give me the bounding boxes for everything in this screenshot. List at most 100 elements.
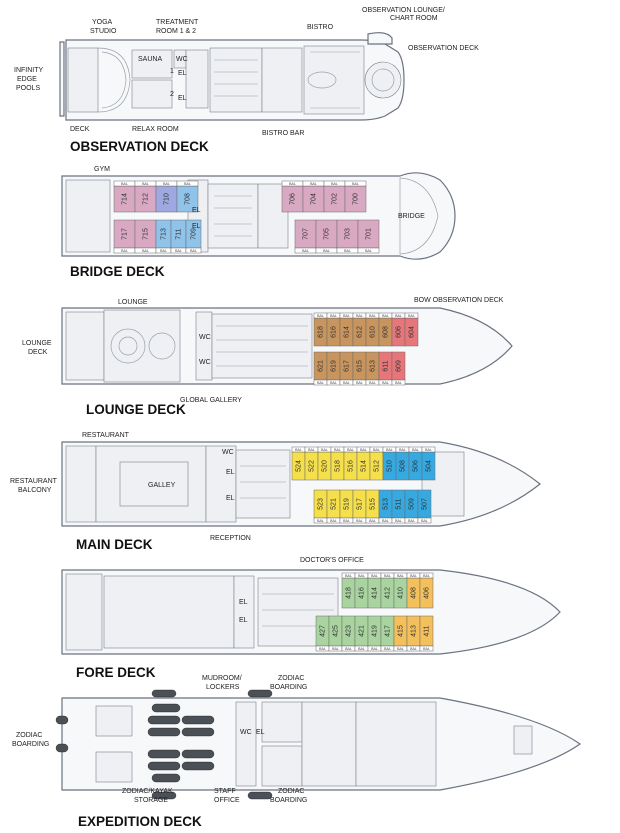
cabin-number: 611 <box>382 360 389 371</box>
cabin-number: 714 <box>121 193 128 205</box>
balcony-label: BAL <box>317 519 324 523</box>
cabin-number: 703 <box>344 228 351 240</box>
cabin-number: 504 <box>425 460 432 472</box>
balcony-label: BAL <box>421 519 428 523</box>
balcony-label: BAL <box>331 182 338 186</box>
balcony-label: BAL <box>386 448 393 452</box>
cabin-number: 621 <box>317 360 324 372</box>
cabin-number: 613 <box>369 360 376 372</box>
label-el: EL <box>192 207 201 214</box>
deck-title-expedition: EXPEDITION DECK <box>78 814 202 829</box>
label-wc-2: WC <box>199 359 211 366</box>
cabin-number: 408 <box>410 587 417 599</box>
cabin-number: 419 <box>371 625 378 637</box>
deck-title-observation: OBSERVATION DECK <box>70 139 209 154</box>
label-wc: WC <box>199 334 211 341</box>
balcony-label: BAL <box>163 182 170 186</box>
cabin-number: 425 <box>332 625 339 637</box>
balcony-label: BAL <box>358 647 365 651</box>
cabin-number: 705 <box>323 228 330 240</box>
cabin-number: 704 <box>310 193 317 205</box>
main-bottom-cabins: BAL523BAL521BAL519BAL517BAL515BAL513BAL5… <box>313 489 432 524</box>
deck-title-bridge: BRIDGE DECK <box>70 264 165 279</box>
label-el-2: EL <box>192 223 201 230</box>
label-reception: RECEPTION <box>210 535 251 542</box>
balcony-label: BAL <box>289 182 296 186</box>
cabin-number: 418 <box>345 587 352 599</box>
label-boarding-top: BOARDING <box>270 684 307 691</box>
balcony-label: BAL <box>319 647 326 651</box>
bridge-top-cabins: BAL714BAL712BAL710BAL708BAL706BAL704BAL7… <box>113 180 367 213</box>
label-room-2: 2 <box>170 91 174 98</box>
cabin-number: 410 <box>397 587 404 599</box>
cabin-number: 618 <box>317 326 324 338</box>
cabin-number: 616 <box>330 326 337 338</box>
balcony-label: BAL <box>373 448 380 452</box>
balcony-label: BAL <box>369 381 376 385</box>
balcony-label: BAL <box>345 647 352 651</box>
cabin-number: 416 <box>358 587 365 599</box>
label-zodiac-bottom: ZODIAC <box>278 788 304 795</box>
balcony-label: BAL <box>399 448 406 452</box>
label-el: EL <box>256 729 265 736</box>
label-bridge: BRIDGE <box>398 213 425 220</box>
cabin-number: 711 <box>175 228 182 239</box>
fore-deck: BAL418BAL416BAL414BAL412BAL410BAL408BAL4… <box>61 557 561 680</box>
balcony-708 <box>176 180 199 187</box>
balcony-label: BAL <box>121 182 128 186</box>
balcony-701 <box>357 247 380 254</box>
label-restaurant-balcony: RESTAURANT <box>10 478 58 485</box>
deck-title-main: MAIN DECK <box>76 537 153 552</box>
main-top-cabins: BAL524BAL522BAL520BAL518BAL516BAL514BAL5… <box>291 446 436 481</box>
balcony-411 <box>419 645 434 652</box>
balcony-label: BAL <box>190 249 197 253</box>
cabin-number: 612 <box>356 326 363 338</box>
cabin-number: 615 <box>356 360 363 372</box>
cabin-number: 414 <box>371 587 378 599</box>
label-el-2: EL <box>226 495 235 502</box>
bridge-bottom-cabins: BAL717BAL715BAL713BAL711BAL709BAL707BAL7… <box>113 219 380 254</box>
balcony-label: BAL <box>321 448 328 452</box>
balcony-label: BAL <box>382 381 389 385</box>
cabin-number: 609 <box>395 360 402 372</box>
balcony-label: BAL <box>175 249 182 253</box>
label-deck: DECK <box>70 126 90 133</box>
observation-deck: YOGA STUDIO TREATMENT ROOM 1 & 2 BISTRO … <box>14 7 479 154</box>
balcony-504 <box>421 446 436 453</box>
label-bistro: BISTRO <box>307 24 334 31</box>
balcony-label: BAL <box>352 182 359 186</box>
balcony-label: BAL <box>384 647 391 651</box>
balcony-label: BAL <box>347 448 354 452</box>
label-observation-deck: OBSERVATION DECK <box>408 45 479 52</box>
balcony-label: BAL <box>356 519 363 523</box>
deck-title-fore: FORE DECK <box>76 665 156 680</box>
balcony-label: BAL <box>395 381 402 385</box>
cabin-number: 700 <box>352 193 359 205</box>
balcony-label: BAL <box>160 249 167 253</box>
fore-bottom-cabins: BAL427BAL425BAL423BAL421BAL419BAL417BAL4… <box>315 615 434 652</box>
expedition-deck: MUDROOM/ LOCKERS ZODIAC BOARDING ZODIAC … <box>12 675 582 829</box>
balcony-label: BAL <box>408 519 415 523</box>
label-relax-room: RELAX ROOM <box>132 126 179 133</box>
balcony-label: BAL <box>295 448 302 452</box>
balcony-label: BAL <box>410 647 417 651</box>
balcony-609 <box>391 379 406 386</box>
label-el: EL <box>226 469 235 476</box>
cabin-number: 614 <box>343 326 350 338</box>
balcony-label: BAL <box>332 647 339 651</box>
balcony-label: BAL <box>323 249 330 253</box>
cabin-number: 520 <box>321 460 328 472</box>
cabin-number: 513 <box>382 498 389 510</box>
label-observation-lounge: OBSERVATION LOUNGE/ <box>362 7 445 14</box>
label-bow-observation-deck: BOW OBSERVATION DECK <box>414 297 504 304</box>
lounge-top-cabins: BAL618BAL616BAL614BAL612BAL610BAL608BAL6… <box>313 312 419 347</box>
label-el-2: EL <box>239 617 248 624</box>
cabin-number: 702 <box>331 193 338 205</box>
balcony-label: BAL <box>317 381 324 385</box>
balcony-label: BAL <box>334 448 341 452</box>
balcony-label: BAL <box>397 647 404 651</box>
balcony-label: BAL <box>369 519 376 523</box>
cabin-number: 413 <box>410 625 417 637</box>
cabin-number: 710 <box>163 193 170 205</box>
label-infinity: INFINITY <box>14 67 43 74</box>
